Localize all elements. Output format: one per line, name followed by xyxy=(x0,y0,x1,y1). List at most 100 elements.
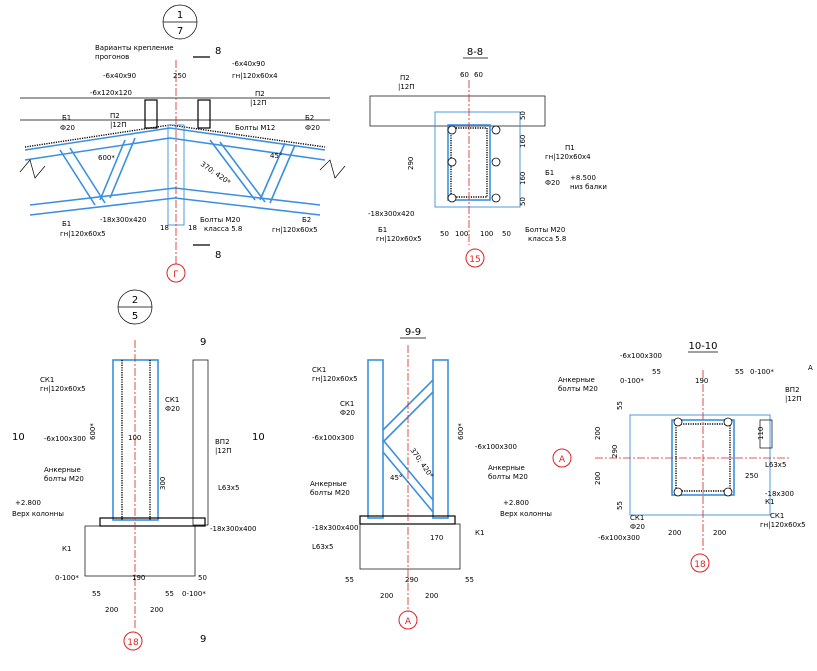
svg-text:Болты М20: Болты М20 xyxy=(200,216,240,224)
svg-text:55: 55 xyxy=(92,590,101,598)
svg-text:200: 200 xyxy=(425,592,438,600)
svg-text:болты М20: болты М20 xyxy=(310,489,350,497)
node-1: 1 7 Варианты крепление прогонов -6х40х90… xyxy=(19,4,346,283)
svg-text:К1: К1 xyxy=(765,498,774,506)
svg-text:Б2: Б2 xyxy=(305,114,314,122)
svg-text:-6х40х90: -6х40х90 xyxy=(232,60,265,68)
svg-text:|12П: |12П xyxy=(785,395,802,403)
section-10-10: 10-10 -6х100х300 Анкерные болты М20 0-10… xyxy=(552,341,813,573)
svg-text:Ф20: Ф20 xyxy=(630,523,645,531)
svg-text:50: 50 xyxy=(519,197,527,206)
svg-text:Анкерные: Анкерные xyxy=(44,466,81,474)
svg-text:К1: К1 xyxy=(62,545,71,553)
svg-text:СК1: СК1 xyxy=(40,376,54,384)
svg-text:Ф20: Ф20 xyxy=(340,409,355,417)
svg-text:18: 18 xyxy=(694,560,706,570)
svg-text:55: 55 xyxy=(735,368,744,376)
svg-text:200: 200 xyxy=(380,592,393,600)
svg-text:55: 55 xyxy=(616,401,624,410)
svg-text:200: 200 xyxy=(150,606,163,614)
svg-text:18: 18 xyxy=(188,224,197,232)
svg-text:Анкерные: Анкерные xyxy=(310,480,347,488)
svg-text:55: 55 xyxy=(465,576,474,584)
svg-text:СК1: СК1 xyxy=(312,366,326,374)
svg-text:Болты М20: Болты М20 xyxy=(525,226,565,234)
svg-text:10: 10 xyxy=(252,432,265,443)
axis-marker-g xyxy=(166,263,186,283)
svg-text:гн|120х60х5: гн|120х60х5 xyxy=(60,230,106,238)
svg-text:18: 18 xyxy=(160,224,169,232)
section-9-9: 9-9 СК1 гн|120х60х5 СК1 Ф20 -6х100х300 -… xyxy=(310,327,552,630)
svg-text:160: 160 xyxy=(519,135,527,148)
svg-text:П2: П2 xyxy=(110,112,120,120)
svg-text:160: 160 xyxy=(519,172,527,185)
svg-text:200: 200 xyxy=(105,606,118,614)
svg-text:-18х300х420: -18х300х420 xyxy=(100,216,146,224)
svg-text:100: 100 xyxy=(128,434,141,442)
axis-marker-15 xyxy=(465,248,485,268)
svg-text:300: 300 xyxy=(159,477,167,490)
svg-text:50: 50 xyxy=(198,574,207,582)
svg-text:55: 55 xyxy=(345,576,354,584)
svg-text:600*: 600* xyxy=(98,154,115,162)
purlin-support-left xyxy=(144,99,158,129)
svg-text:Б1: Б1 xyxy=(545,169,554,177)
svg-text:55: 55 xyxy=(652,368,661,376)
svg-text:+2.800: +2.800 xyxy=(15,499,41,507)
svg-text:200: 200 xyxy=(594,472,602,485)
svg-text:ВП2: ВП2 xyxy=(215,438,230,446)
svg-text:0-100*: 0-100* xyxy=(182,590,206,598)
svg-text:-6х40х90: -6х40х90 xyxy=(103,72,136,80)
svg-text:+8.500: +8.500 xyxy=(570,174,596,182)
column-right-9-9 xyxy=(432,359,449,519)
svg-text:-6х100х300: -6х100х300 xyxy=(475,443,517,451)
svg-text:болты М20: болты М20 xyxy=(488,473,528,481)
svg-text:П2: П2 xyxy=(400,74,410,82)
svg-text:600*: 600* xyxy=(457,423,465,440)
svg-text:гн|120х60х5: гн|120х60х5 xyxy=(376,235,422,243)
svg-text:0-100*: 0-100* xyxy=(620,377,644,385)
svg-text:Ф20: Ф20 xyxy=(60,124,75,132)
svg-text:100: 100 xyxy=(455,230,468,238)
svg-text:К1: К1 xyxy=(475,529,484,537)
svg-text:СК1: СК1 xyxy=(630,514,644,522)
svg-text:гн|120х60х4: гн|120х60х4 xyxy=(545,153,591,161)
svg-text:290: 290 xyxy=(405,576,418,584)
svg-text:Верх колонны: Верх колонны xyxy=(500,510,552,518)
svg-text:170: 170 xyxy=(430,534,443,542)
column-ck1 xyxy=(112,359,159,521)
axis-marker-a xyxy=(398,610,418,630)
svg-text:Анкерные: Анкерные xyxy=(558,376,595,384)
axis-marker-a-10 xyxy=(552,448,572,468)
svg-text:-6х100х300: -6х100х300 xyxy=(620,352,662,360)
base-plate-8-8 xyxy=(434,111,521,208)
svg-text:класса 5.8: класса 5.8 xyxy=(528,235,566,243)
svg-text:|12П: |12П xyxy=(398,83,415,91)
purlin-p2 xyxy=(369,95,546,127)
svg-text:190: 190 xyxy=(695,377,708,385)
purlin-support-right xyxy=(197,99,211,129)
svg-text:-18х300х420: -18х300х420 xyxy=(368,210,414,218)
svg-text:600*: 600* xyxy=(89,423,97,440)
svg-text:низ балки: низ балки xyxy=(570,183,607,191)
svg-text:П1: П1 xyxy=(565,144,575,152)
beam-vp2 xyxy=(192,359,209,526)
node-1-mark-bottom: 7 xyxy=(177,26,183,37)
section-9-9-title: 9-9 xyxy=(405,327,421,338)
svg-text:0-100*: 0-100* xyxy=(750,368,774,376)
svg-text:гн|120х60х5: гн|120х60х5 xyxy=(272,226,318,234)
svg-text:5: 5 xyxy=(132,311,138,322)
svg-text:Анкерные: Анкерные xyxy=(488,464,525,472)
svg-text:|12П: |12П xyxy=(215,447,232,455)
svg-text:55: 55 xyxy=(616,501,624,510)
svg-text:9: 9 xyxy=(200,337,206,348)
svg-text:А: А xyxy=(559,455,566,465)
svg-text:+2.800: +2.800 xyxy=(503,499,529,507)
svg-text:200: 200 xyxy=(594,427,602,440)
svg-text:60: 60 xyxy=(474,71,483,79)
svg-text:ВП2: ВП2 xyxy=(785,386,800,394)
svg-text:-18х300х400: -18х300х400 xyxy=(210,525,256,533)
svg-text:-18х300х400: -18х300х400 xyxy=(312,524,358,532)
svg-text:2: 2 xyxy=(132,295,138,306)
